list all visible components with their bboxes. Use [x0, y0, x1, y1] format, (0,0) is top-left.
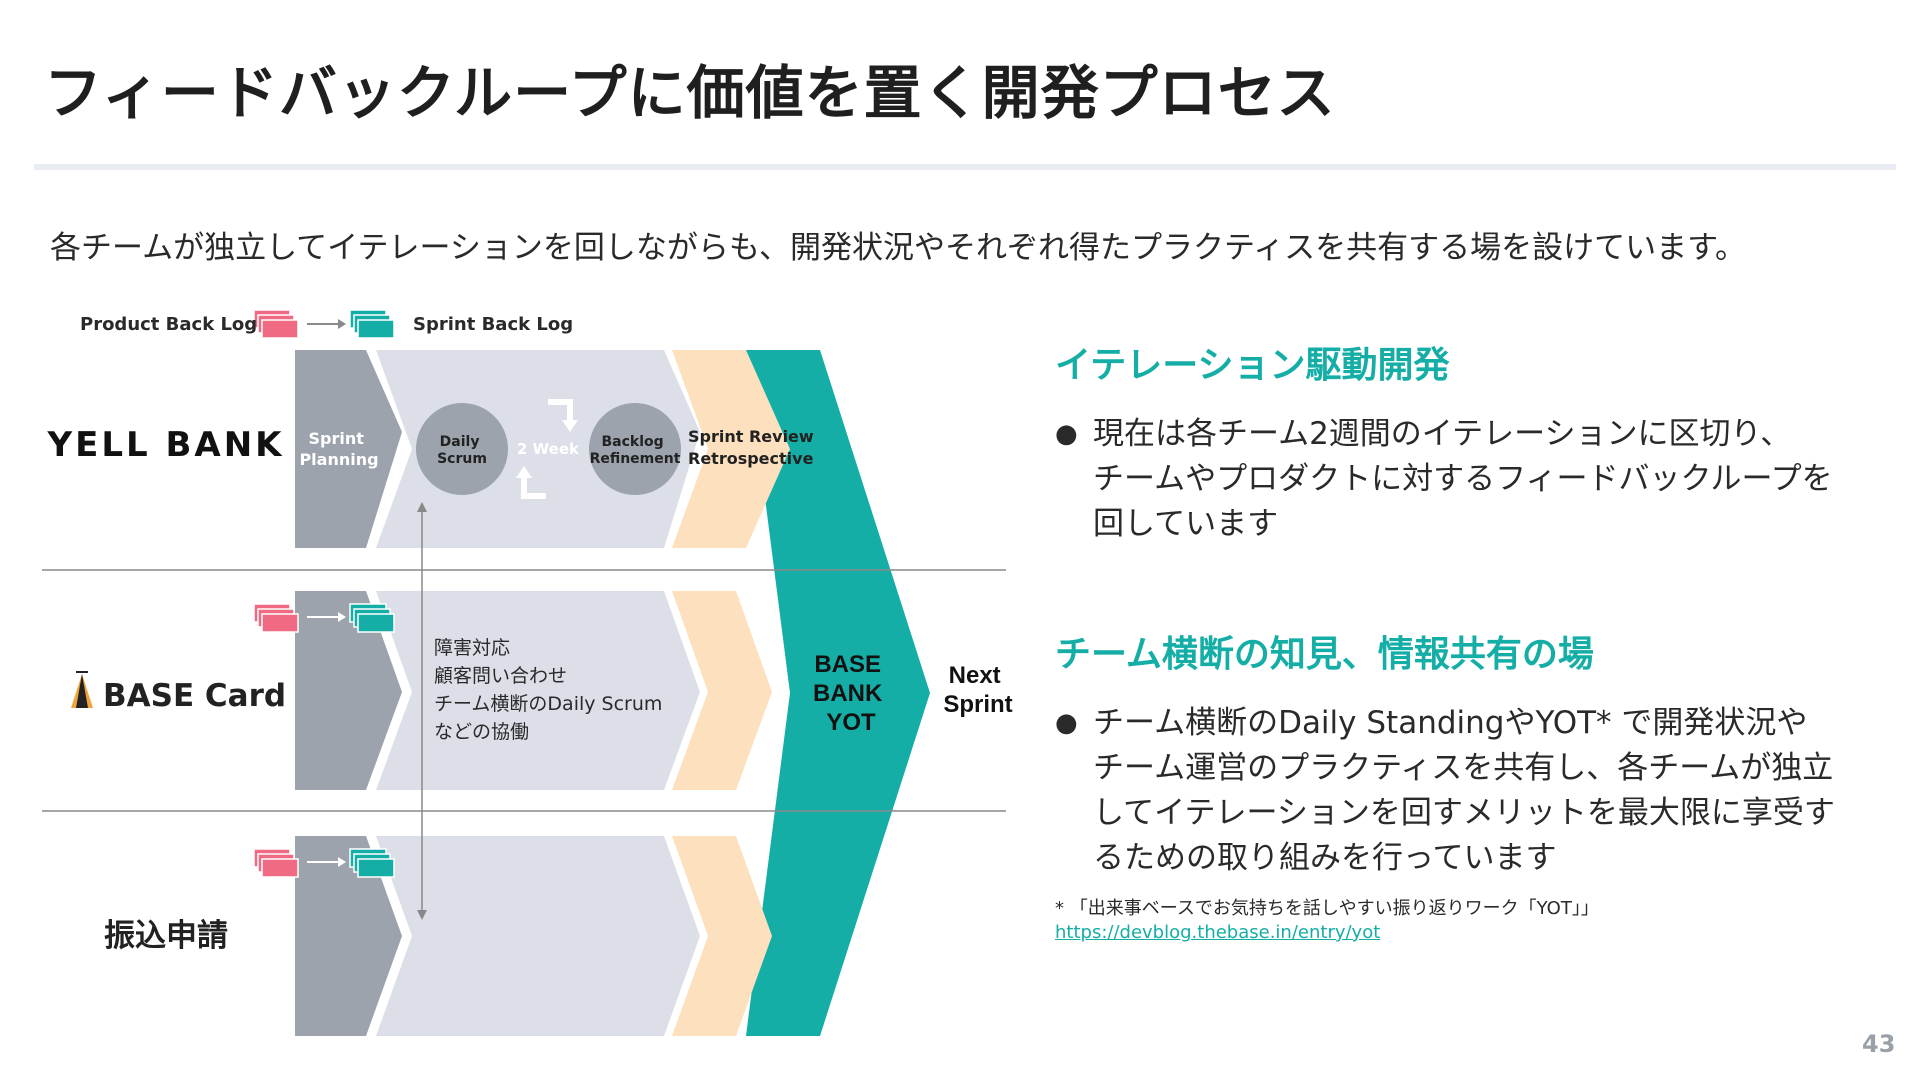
backlog-refinement-circle [589, 403, 681, 495]
row3-work-band [376, 836, 700, 1036]
cycle-arrow-head [516, 466, 532, 478]
footnote-text: * 「出来事ベースでお気持ちを話しやすい振り返りワーク「YOT」」 [1055, 898, 1599, 919]
team-furikomi: 振込申請 [104, 918, 228, 954]
team-base-card: BASE Card [103, 678, 286, 714]
base-card-logo-icon [71, 671, 93, 708]
row3-planning-band [295, 836, 402, 1036]
backlog-arrow-head [338, 857, 346, 867]
cycle-arrow-head [562, 420, 578, 432]
product-backlog-icon [253, 848, 299, 878]
arrow-head-up [417, 502, 427, 512]
row1-planning-band [295, 350, 402, 548]
bullet-dot: ● [1055, 708, 1078, 738]
row2-work-band [376, 591, 700, 790]
right-column: イテレーション駆動開発 ● 現在は各チーム2週間のイテレーションに区切り、 チー… [1055, 336, 1885, 881]
row3-review-band [672, 836, 772, 1036]
intro-text: 各チームが独立してイテレーションを回しながらも、開発状況やそれぞれ得たプラクティ… [50, 230, 1747, 266]
row2-planning-band [295, 591, 402, 790]
sprint-backlog-icon [349, 848, 395, 878]
sprint-review-label: Sprint Review Retrospective [688, 427, 819, 468]
sharing-bullet: ● チーム横断のDaily StandingやYOT* で開発状況や チーム運営… [1055, 701, 1885, 881]
sprint-backlog-label: Sprint Back Log [413, 314, 573, 335]
sprint-planning-label: Sprint Planning [299, 429, 378, 469]
next-sprint-label: Next Sprint [943, 662, 1012, 718]
product-backlog-label: Product Back Log [80, 314, 257, 335]
daily-scrum-circle [416, 403, 508, 495]
slide-title: フィードバックループに価値を置く開発プロセス [44, 59, 1336, 127]
product-backlog-icon [253, 309, 299, 339]
daily-scrum-label: Daily Scrum [437, 434, 487, 467]
iteration-bullet: ● 現在は各チーム2週間のイテレーションに区切り、 チームやプロダクトに対するフ… [1055, 412, 1885, 547]
row1-review-band [672, 350, 790, 548]
row2-review-band [672, 591, 772, 790]
two-week-label: 2 Week [517, 440, 580, 458]
title-divider [34, 164, 1896, 170]
sprint-backlog-icon [349, 309, 395, 339]
footnote-link[interactable]: https://devblog.thebase.in/entry/yot [1055, 922, 1381, 943]
cycle-arrow-icon [521, 476, 546, 499]
shared-collaboration-text: 障害対応 顧客問い合わせ チーム横断のDaily Scrum などの協働 [434, 637, 668, 743]
backlog-arrow-head [338, 319, 346, 329]
product-backlog-icon [253, 603, 299, 633]
team-yell-bank: YELL BANK [46, 425, 284, 465]
page-number: 43 [1862, 1030, 1896, 1058]
teal-review-band [746, 350, 930, 1036]
iteration-bullet-text: 現在は各チーム2週間のイテレーションに区切り、 チームやプロダクトに対するフィー… [1093, 416, 1833, 542]
row1-work-band [376, 350, 700, 548]
sharing-bullet-text: チーム横断のDaily StandingやYOT* で開発状況や チーム運営のプ… [1093, 705, 1835, 876]
sharing-heading: チーム横断の知見、情報共有の場 [1055, 634, 1594, 675]
backlog-refinement-label: Backlog Refinement [590, 434, 681, 467]
base-bank-yot-label: BASE BANK YOT [813, 651, 889, 736]
backlog-arrow-head [338, 612, 346, 622]
arrow-head-down [417, 910, 427, 920]
process-diagram: Product Back Log Sprint Back Log YELL BA… [42, 309, 1013, 1036]
sprint-backlog-icon [349, 603, 395, 633]
iteration-heading: イテレーション駆動開発 [1055, 345, 1450, 386]
bullet-dot: ● [1055, 419, 1078, 449]
cycle-arrow-icon [548, 399, 573, 422]
